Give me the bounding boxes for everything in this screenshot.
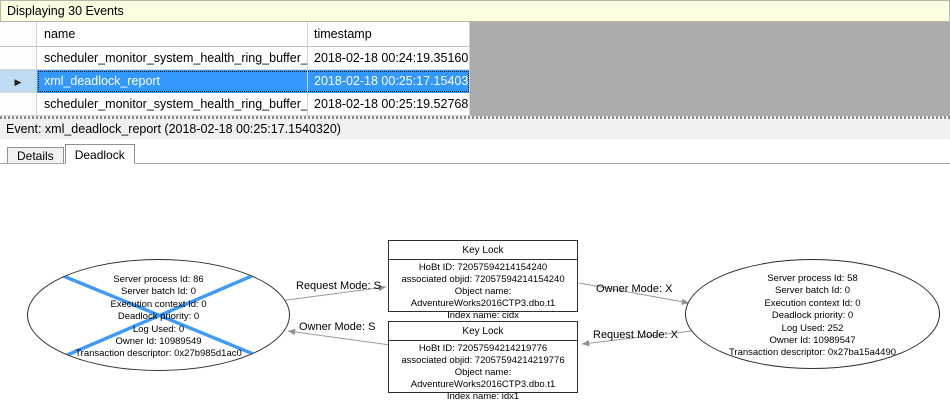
process-line: Owner Id: 10989549 bbox=[115, 336, 202, 348]
process-line: Server process Id: 86 bbox=[113, 274, 204, 285]
events-count-bar: Displaying 30 Events bbox=[0, 0, 950, 22]
row-selector-cell[interactable]: ▶ bbox=[0, 70, 37, 93]
cell-timestamp[interactable]: 2018-02-18 00:25:17.1540320 bbox=[308, 70, 470, 93]
row-selector-header[interactable] bbox=[0, 22, 37, 47]
column-header-name[interactable]: name bbox=[37, 22, 308, 47]
tab-strip: Details Deadlock bbox=[0, 143, 950, 164]
resource-node-text: HoBt ID: 72057594214154240 associated ob… bbox=[389, 260, 577, 322]
process-line: Transaction descriptor: 0x27b985d1ac0 bbox=[75, 348, 242, 360]
process-line: Transaction descriptor: 0x27ba15a4490 bbox=[728, 347, 897, 359]
process-node-victim[interactable]: Server process Id: 86 Server batch Id: 0… bbox=[27, 259, 290, 371]
selected-row-arrow-icon: ▶ bbox=[14, 77, 22, 87]
edge-label-owner-x: Owner Mode: X bbox=[596, 283, 673, 295]
resource-title: Key Lock bbox=[389, 322, 577, 341]
row-content: scheduler_monitor_system_health_ring_buf… bbox=[37, 47, 470, 70]
resource-node-keylock-bottom[interactable]: Key Lock HoBt ID: 72057594214219776 asso… bbox=[388, 321, 578, 400]
resource-line: Object name: AdventureWorks2016CTP3.dbo.… bbox=[410, 286, 556, 309]
edge-label-owner-s: Owner Mode: S bbox=[299, 321, 376, 333]
table-row[interactable]: scheduler_monitor_system_health_ring_buf… bbox=[0, 47, 470, 70]
process-line: Execution context Id: 0 bbox=[110, 298, 207, 310]
resource-line: HoBt ID: 72057594214154240 bbox=[418, 262, 548, 273]
resource-line: Object name: AdventureWorks2016CTP3.dbo.… bbox=[410, 367, 556, 390]
table-row-selected[interactable]: ▶ xml_deadlock_report 2018-02-18 00:25:1… bbox=[0, 70, 470, 93]
process-node-text: Server process Id: 86 Server batch Id: 0… bbox=[28, 260, 289, 361]
cell-event-name[interactable]: xml_deadlock_report bbox=[37, 70, 308, 93]
process-line: Deadlock priority: 0 bbox=[117, 311, 200, 323]
resource-line: HoBt ID: 72057594214219776 bbox=[418, 343, 548, 354]
row-selector-cell[interactable] bbox=[0, 93, 37, 116]
resource-line: associated objid: 72057594214154240 bbox=[401, 274, 565, 285]
deadlock-graph-canvas: Server process Id: 86 Server batch Id: 0… bbox=[0, 163, 950, 400]
process-line: Log Used: 252 bbox=[781, 322, 844, 334]
process-line: Server process Id: 58 bbox=[767, 273, 858, 284]
deadlock-victim-x-icon bbox=[57, 271, 262, 360]
edge-label-request-s: Request Mode: S bbox=[296, 280, 381, 292]
cell-event-name[interactable]: scheduler_monitor_system_health_ring_buf… bbox=[37, 47, 308, 70]
resource-line: Index name: idx1 bbox=[446, 391, 520, 400]
edge-label-request-x: Request Mode: X bbox=[593, 329, 678, 341]
process-line: Server batch Id: 0 bbox=[775, 285, 850, 297]
resource-line: associated objid: 72057594214219776 bbox=[401, 355, 565, 366]
process-line: Log Used: 0 bbox=[132, 323, 185, 335]
event-summary-bar: Event: xml_deadlock_report (2018-02-18 0… bbox=[0, 119, 950, 139]
events-grid: name timestamp scheduler_monitor_system_… bbox=[0, 22, 950, 116]
resource-title: Key Lock bbox=[389, 241, 577, 260]
cell-event-name[interactable]: scheduler_monitor_system_health_ring_buf… bbox=[37, 93, 308, 116]
row-selector-cell[interactable] bbox=[0, 47, 37, 70]
process-line: Server batch Id: 0 bbox=[121, 286, 196, 298]
cell-timestamp[interactable]: 2018-02-18 00:24:19.3516078 bbox=[308, 47, 470, 70]
tab-details[interactable]: Details bbox=[7, 147, 64, 163]
resource-node-text: HoBt ID: 72057594214219776 associated ob… bbox=[389, 341, 577, 400]
table-row[interactable]: scheduler_monitor_system_health_ring_buf… bbox=[0, 93, 470, 116]
process-line: Execution context Id: 0 bbox=[764, 297, 861, 309]
process-node-text: Server process Id: 58 Server batch Id: 0… bbox=[686, 260, 939, 360]
resource-line: Index name: cidx bbox=[447, 310, 519, 321]
resource-node-keylock-top[interactable]: Key Lock HoBt ID: 72057594214154240 asso… bbox=[388, 240, 578, 321]
grid-header-row: name timestamp bbox=[0, 22, 470, 47]
grid-bottom-separator bbox=[0, 116, 950, 119]
row-content: xml_deadlock_report 2018-02-18 00:25:17.… bbox=[37, 70, 470, 93]
process-line: Deadlock priority: 0 bbox=[771, 310, 854, 322]
tab-deadlock[interactable]: Deadlock bbox=[64, 144, 135, 164]
row-content: scheduler_monitor_system_health_ring_buf… bbox=[37, 93, 470, 116]
column-header-timestamp[interactable]: timestamp bbox=[308, 22, 470, 47]
process-node-survivor[interactable]: Server process Id: 58 Server batch Id: 0… bbox=[685, 259, 940, 369]
cell-timestamp[interactable]: 2018-02-18 00:25:19.5276859 bbox=[308, 93, 470, 116]
process-line: Owner Id: 10989547 bbox=[769, 335, 856, 347]
